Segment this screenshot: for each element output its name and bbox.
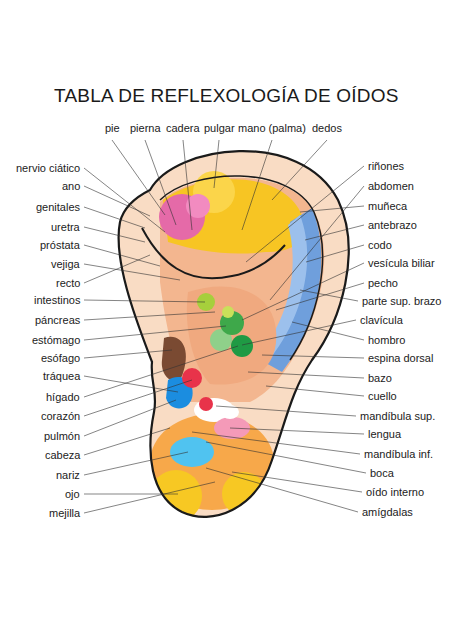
- body-part-label: cabeza: [45, 448, 80, 462]
- chart-title: TABLA DE REFLEXOLOGÍA DE OÍDOS: [54, 84, 399, 108]
- body-part-label: vesícula biliar: [368, 256, 435, 270]
- body-part-label: muñeca: [368, 199, 407, 213]
- body-part-label: nariz: [56, 468, 80, 482]
- body-part-label: oído interno: [366, 485, 424, 499]
- body-part-label: pierna: [130, 121, 161, 135]
- body-part-label: mandíbula sup.: [360, 409, 435, 423]
- body-part-label: corazón: [41, 409, 80, 423]
- body-part-label: mejilla: [49, 506, 80, 520]
- body-part-label: pulgar: [204, 121, 235, 135]
- body-part-label: genitales: [36, 200, 80, 214]
- body-part-label: vejiga: [51, 257, 80, 271]
- body-part-label: esófago: [41, 351, 80, 365]
- body-part-label: lengua: [368, 427, 401, 441]
- body-part-label: pie: [105, 121, 120, 135]
- body-part-label: codo: [368, 238, 392, 252]
- body-part-label: riñones: [368, 159, 404, 173]
- body-part-label: hígado: [46, 390, 80, 404]
- body-part-label: ojo: [65, 487, 80, 501]
- body-part-label: recto: [56, 276, 80, 290]
- body-part-label: cadera: [166, 121, 200, 135]
- body-part-label: parte sup. brazo: [362, 294, 442, 308]
- body-part-label: ano: [62, 179, 80, 193]
- body-part-label: amígdalas: [362, 505, 413, 519]
- body-part-label: uretra: [51, 220, 80, 234]
- body-part-label: tráquea: [43, 369, 80, 383]
- body-part-label: mandíbula inf.: [364, 447, 433, 461]
- body-part-label: pulmón: [44, 429, 80, 443]
- body-part-label: antebrazo: [368, 218, 417, 232]
- body-part-label: bazo: [368, 371, 392, 385]
- body-part-label: dedos: [312, 121, 342, 135]
- body-part-label: mano (palma): [238, 121, 306, 135]
- body-part-label: próstata: [40, 238, 80, 252]
- body-part-label: abdomen: [368, 179, 414, 193]
- body-part-label: clavícula: [360, 313, 403, 327]
- body-part-label: estómago: [32, 333, 80, 347]
- body-part-label: intestinos: [34, 293, 80, 307]
- body-part-label: espina dorsal: [368, 351, 433, 365]
- body-part-label: cuello: [368, 389, 397, 403]
- body-part-label: nervio ciático: [16, 161, 80, 175]
- body-part-label: páncreas: [35, 313, 80, 327]
- body-part-label: pecho: [368, 276, 398, 290]
- body-part-label: boca: [370, 466, 394, 480]
- body-part-label: hombro: [368, 333, 405, 347]
